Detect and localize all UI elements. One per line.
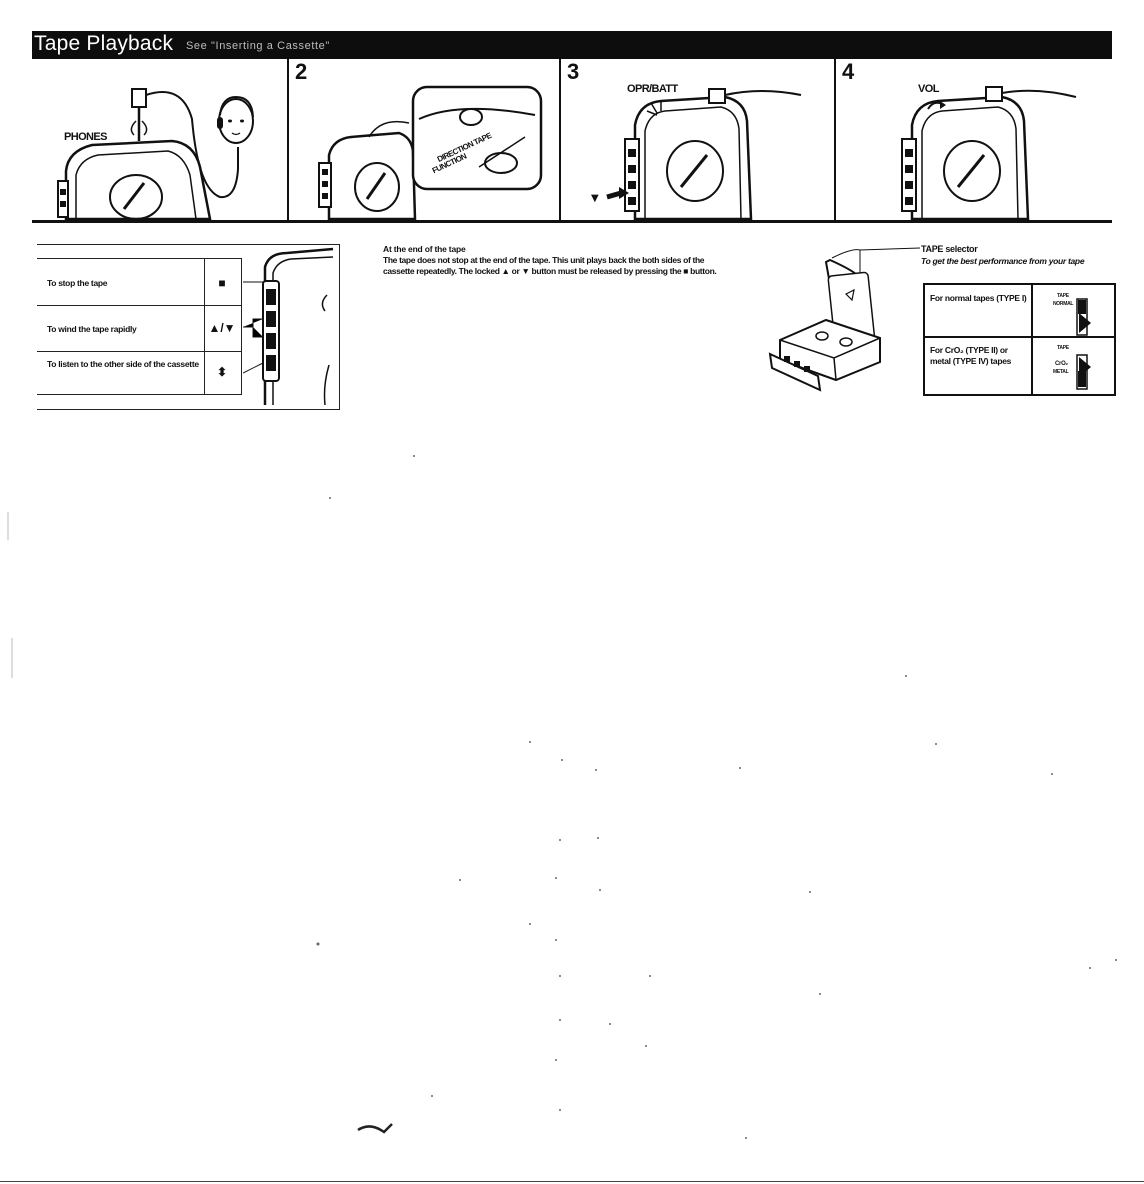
step-number-3: 3 bbox=[567, 59, 580, 84]
table-divider bbox=[204, 258, 205, 395]
headphones-illustration bbox=[57, 88, 254, 221]
volume-illustration bbox=[901, 86, 1077, 221]
step-number-4: 4 bbox=[842, 59, 855, 84]
table-divider bbox=[241, 258, 242, 395]
page-title: Tape Playback bbox=[34, 32, 174, 55]
cassette-buttons-illustration bbox=[243, 247, 334, 406]
operations-table: To stop the tape ■ To wind the tape rapi… bbox=[37, 244, 340, 410]
table-divider bbox=[1031, 285, 1033, 394]
direction-icon: ⬍ bbox=[216, 365, 228, 379]
step-number-2: 2 bbox=[295, 59, 308, 84]
switch-tape-label: TAPE bbox=[1057, 293, 1069, 299]
opr-batt-illustration: ▼ bbox=[591, 88, 802, 221]
stop-icon: ■ bbox=[218, 276, 226, 290]
table-row: To wind the tape rapidly ▲/▼ bbox=[37, 305, 241, 351]
table-row: To stop the tape ■ bbox=[37, 258, 241, 305]
end-of-tape-title: At the end of the tape bbox=[383, 244, 466, 254]
table-row: To listen to the other side of the casse… bbox=[37, 351, 241, 395]
phones-label: PHONES bbox=[64, 131, 107, 143]
normal-tape-text: For normal tapes (TYPE I) bbox=[930, 293, 1027, 303]
operation-stop-text: To stop the tape bbox=[47, 278, 108, 288]
wind-icon: ▲/▼ bbox=[208, 321, 236, 335]
switch-normal-label: NORMAL bbox=[1053, 301, 1074, 307]
table-divider bbox=[925, 336, 1114, 338]
step-panel-3: 3 ▼ OPR/BATT bbox=[559, 59, 834, 223]
step-panel-1: PHONES bbox=[32, 59, 287, 223]
header-bar bbox=[32, 31, 1112, 59]
metal-tape-text: For CrO₂ (TYPE II) or metal (TYPE IV) ta… bbox=[930, 345, 1012, 366]
page-subtitle: See "Inserting a Cassette" bbox=[186, 40, 330, 52]
cassette-side-illustration bbox=[318, 85, 543, 221]
step-panel-4: 4 VOL bbox=[834, 59, 1112, 223]
opr-batt-label: OPR/BATT bbox=[627, 83, 678, 95]
scan-artifacts bbox=[7, 455, 1117, 1139]
end-of-tape-body: The tape does not stop at the end of the… bbox=[383, 255, 717, 276]
tape-switch-icons bbox=[1076, 298, 1091, 390]
cassette-open-illustration bbox=[768, 247, 921, 392]
tape-selector-label: TAPE selector bbox=[921, 244, 978, 254]
operation-wind-text: To wind the tape rapidly bbox=[47, 324, 137, 334]
operation-flip-text: To listen to the other side of the casse… bbox=[47, 359, 199, 369]
switch-tape-label-2: TAPE bbox=[1057, 345, 1069, 351]
page-bottom-rule bbox=[0, 1181, 1144, 1182]
switch-cro2-label: CrO₂ bbox=[1055, 361, 1068, 367]
tape-selector-table: For normal tapes (TYPE I) For CrO₂ (TYPE… bbox=[923, 283, 1116, 396]
tape-selector-note: To get the best performance from your ta… bbox=[921, 256, 1085, 266]
step-panel-2: 2 DIRECTION TAPE FUNCTION bbox=[287, 59, 559, 223]
svg-text:▼: ▼ bbox=[591, 193, 599, 204]
vol-label: VOL bbox=[918, 83, 939, 95]
switch-metal-label: METAL bbox=[1053, 369, 1069, 375]
